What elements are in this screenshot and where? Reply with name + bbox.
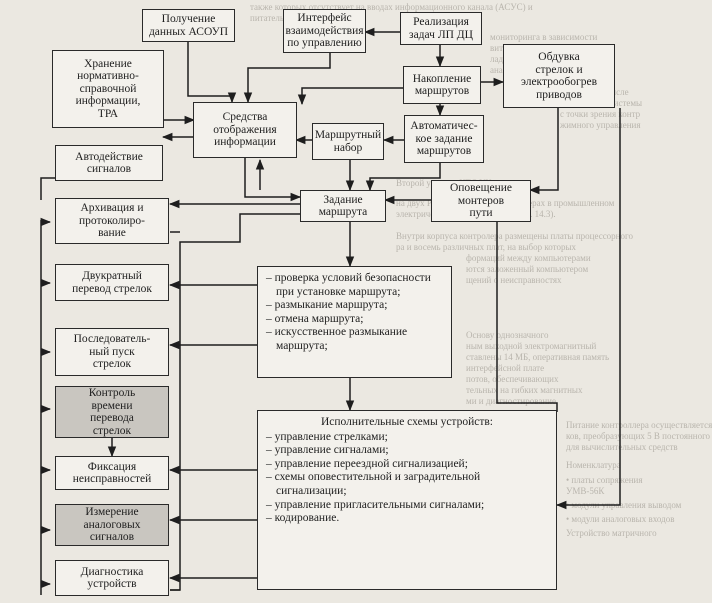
route-function-item: – проверка условий безопасности при уста… xyxy=(266,272,431,298)
box-accumulate: Накопление маршрутов xyxy=(403,66,481,104)
box-executive-circuits: Исполнительные схемы устройств: – управл… xyxy=(257,410,557,590)
link-blowing-exec xyxy=(555,108,621,510)
diagram-connectors xyxy=(40,27,621,595)
background-text-line: УМВ-56К xyxy=(566,486,605,496)
link-interface-display xyxy=(243,53,331,104)
background-text-line: Номенклатура xyxy=(566,460,621,470)
box-display: Средства отображения информации xyxy=(193,102,297,158)
box-storage: Хранение нормативно- справочной информац… xyxy=(52,50,164,128)
background-text-line: жимного управления xyxy=(560,120,641,130)
executive-item: – управление стрелками; xyxy=(266,430,388,443)
box-notify: Оповещение монтеров пути xyxy=(431,180,531,222)
box-auto-route: Автоматичес- кое задание маршрутов xyxy=(404,115,484,163)
background-text-line: ков, преобразующих 5 В постоянного xyxy=(566,431,711,441)
executive-list: – управление стрелками;– управление сигн… xyxy=(266,431,548,526)
executive-item: – схемы оповестительной и заградительной… xyxy=(266,471,481,497)
background-text-line: ми и диагностирование xyxy=(466,396,556,406)
box-blowing: Обдувка стрелок и электрообогрев приводо… xyxy=(503,44,615,108)
box-diagnostics: Диагностика устройств xyxy=(55,560,169,596)
background-text-line: • платы сопряжения xyxy=(566,475,643,485)
link-accumulate-display xyxy=(297,87,404,106)
background-text-line: ются заложенный компьютером xyxy=(466,264,589,274)
box-time-control: Контроль времени перевода стрелок xyxy=(55,386,169,438)
box-route-functions: – проверка условий безопасности при уста… xyxy=(257,266,452,378)
route-function-item: – искусственное размыкание маршрута; xyxy=(266,326,408,352)
bus-autosignals xyxy=(40,177,55,200)
background-text-line: щений о неисправностях xyxy=(466,275,562,285)
box-route-set: Маршрутный набор xyxy=(312,123,384,160)
background-text-line: также которых отсутствует на вводах инфо… xyxy=(250,2,533,12)
box-double-switch: Двукратный перевод стрелок xyxy=(55,264,169,301)
background-text-line: для вычислительных средств xyxy=(566,442,678,452)
background-text-line: ставлены 14 МБ, оперативная память xyxy=(466,352,610,362)
executive-title: Исполнительные схемы устройств: xyxy=(320,416,493,428)
link-blowing-notify xyxy=(528,108,559,195)
box-faults: Фиксация неисправностей xyxy=(55,456,169,490)
route-function-item: – размыкание маршрута; xyxy=(266,299,388,312)
background-text-line: тельных на гибких магнитных xyxy=(466,385,583,395)
executive-item: – управление переездной сигнализацией; xyxy=(266,457,468,470)
background-text-line: потов, обеспечивающих xyxy=(466,374,559,384)
executive-item: – управление пригласительными сигналами; xyxy=(266,498,485,511)
link-asoup-display xyxy=(187,41,237,104)
background-text-line: Питание контроллера осуществляется xyxy=(566,420,712,430)
box-archive: Архивация и протоколиро- вание xyxy=(55,198,169,244)
link-display-setroute xyxy=(244,156,302,202)
box-auto-signals: Автодействие сигналов xyxy=(55,145,163,181)
background-text-line: мониторинга в зависимости xyxy=(490,32,598,42)
box-asoup: Получение данных АСОУП xyxy=(142,9,235,42)
route-function-item: – отмена маршрута; xyxy=(266,312,364,325)
link-notify-exec xyxy=(496,222,558,412)
background-text-line: с точки зрения контр xyxy=(560,109,641,119)
background-text-line: интерфейсной плате xyxy=(466,363,545,373)
link-auto-setroute xyxy=(365,163,441,192)
box-interface: Интерфейс взаимодействия по управлению xyxy=(283,9,366,53)
box-set-route: Задание маршрута xyxy=(300,190,386,222)
background-text-line: ным выходной электромагнитный xyxy=(466,341,597,351)
route-functions-list: – проверка условий безопасности при уста… xyxy=(266,272,443,354)
box-lp-dc: Реализация задач ЛП ДЦ xyxy=(400,12,482,45)
box-seq-start: Последователь- ный пуск стрелок xyxy=(55,328,169,376)
executive-item: – управление сигналами; xyxy=(266,444,389,457)
background-text-line: Устройство матричного xyxy=(566,528,657,538)
executive-item: – кодирование. xyxy=(266,512,340,525)
background-text-line: Внутри корпуса контролера размещены плат… xyxy=(396,231,633,241)
box-analog: Измерение аналоговых сигналов xyxy=(55,504,169,546)
background-text-line: Основу однозначного xyxy=(466,330,549,340)
background-text-line: • модули аналоговых входов xyxy=(566,514,675,524)
background-text-line: ра и восемь различных плат, на выбор кот… xyxy=(396,242,577,252)
background-text-line: • модули управления выводом xyxy=(566,500,682,510)
background-text-line: формаций между компьютерами xyxy=(466,253,591,263)
